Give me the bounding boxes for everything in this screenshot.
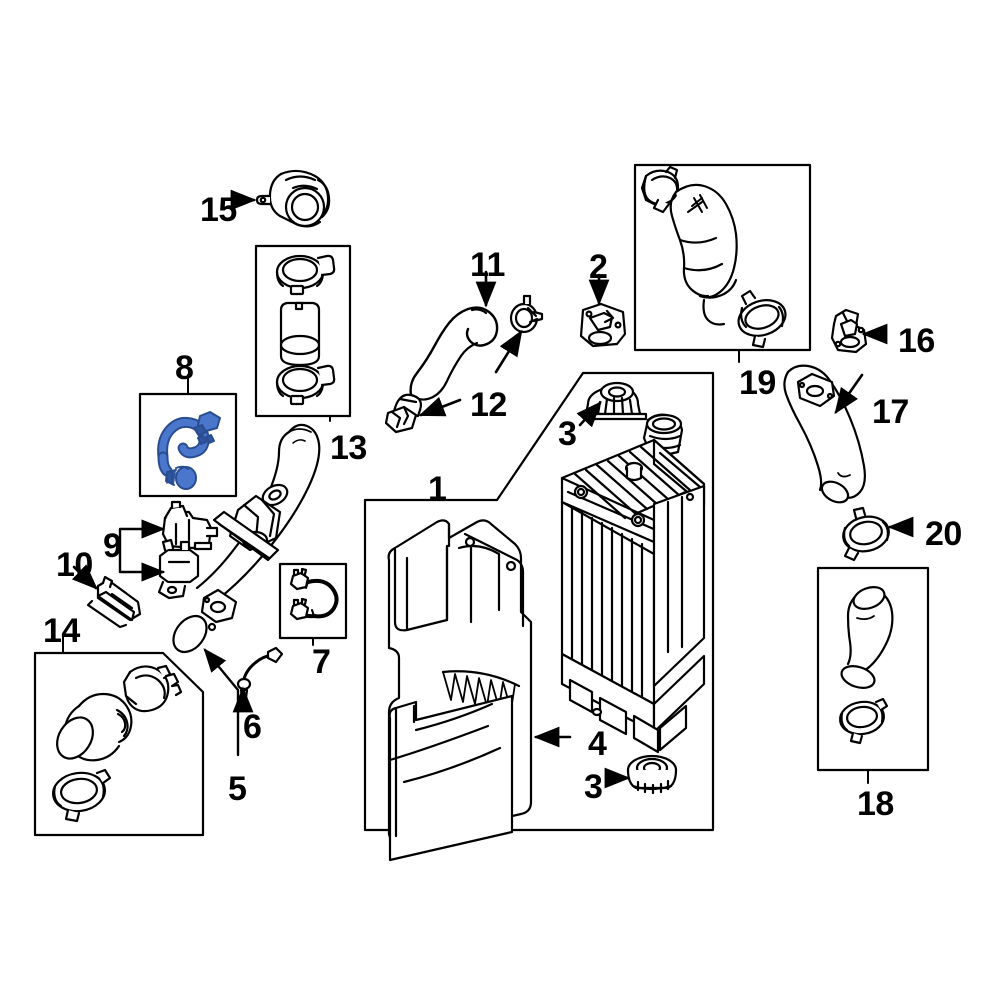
part-19-air-duct-hose-kit	[640, 165, 787, 349]
leader-12-lower	[418, 396, 462, 417]
part-12-hose-clamp-pair	[384, 294, 544, 434]
part-13-hose-and-clamps-kit	[275, 254, 336, 406]
callout-7[interactable]: 7	[312, 643, 331, 681]
callout-5[interactable]: 5	[228, 770, 247, 808]
callout-13[interactable]: 13	[330, 429, 367, 467]
callout-11[interactable]: 11	[470, 246, 505, 284]
part-7-vacuum-hose-clip-kit	[289, 567, 339, 621]
leader-10	[71, 564, 98, 590]
callout-2[interactable]: 2	[589, 248, 608, 286]
part-20-hose-clamp	[842, 506, 890, 562]
callout-10[interactable]: 10	[56, 546, 93, 584]
callout-16[interactable]: 16	[898, 322, 935, 360]
part-8-vacuum-hose-kit	[157, 411, 221, 490]
part-5-charge-air-pipe	[172, 423, 321, 654]
callout-6[interactable]: 6	[243, 708, 262, 746]
part-14-inlet-hose-kit	[52, 664, 183, 823]
callout-3-upper[interactable]: 3	[558, 415, 577, 453]
callout-14[interactable]: 14	[43, 612, 80, 650]
leader-17	[834, 373, 864, 415]
part-1-air-guide-duct	[387, 519, 533, 862]
callout-1[interactable]: 1	[428, 470, 447, 508]
callout-17[interactable]: 17	[872, 393, 909, 431]
callout-19[interactable]: 19	[739, 364, 776, 402]
part-15-turbo-inlet-adapter	[255, 169, 331, 228]
part-10-air-duct-clip	[86, 575, 142, 629]
part-17-air-pipe-outlet	[783, 364, 866, 504]
callout-12[interactable]: 12	[470, 386, 507, 424]
callout-18[interactable]: 18	[857, 785, 894, 823]
callout-3-lower[interactable]: 3	[584, 768, 603, 806]
callout-4[interactable]: 4	[588, 725, 607, 763]
callout-8[interactable]: 8	[175, 349, 194, 387]
callout-15[interactable]: 15	[200, 191, 237, 229]
intercooler-core	[560, 413, 706, 754]
callout-9[interactable]: 9	[103, 527, 122, 565]
leader-12-upper	[494, 329, 523, 374]
callout-20[interactable]: 20	[925, 515, 962, 553]
leader-3-upper	[576, 401, 602, 428]
part-18-air-hose-kit	[839, 586, 894, 745]
part-2-mounting-bracket	[579, 302, 627, 348]
